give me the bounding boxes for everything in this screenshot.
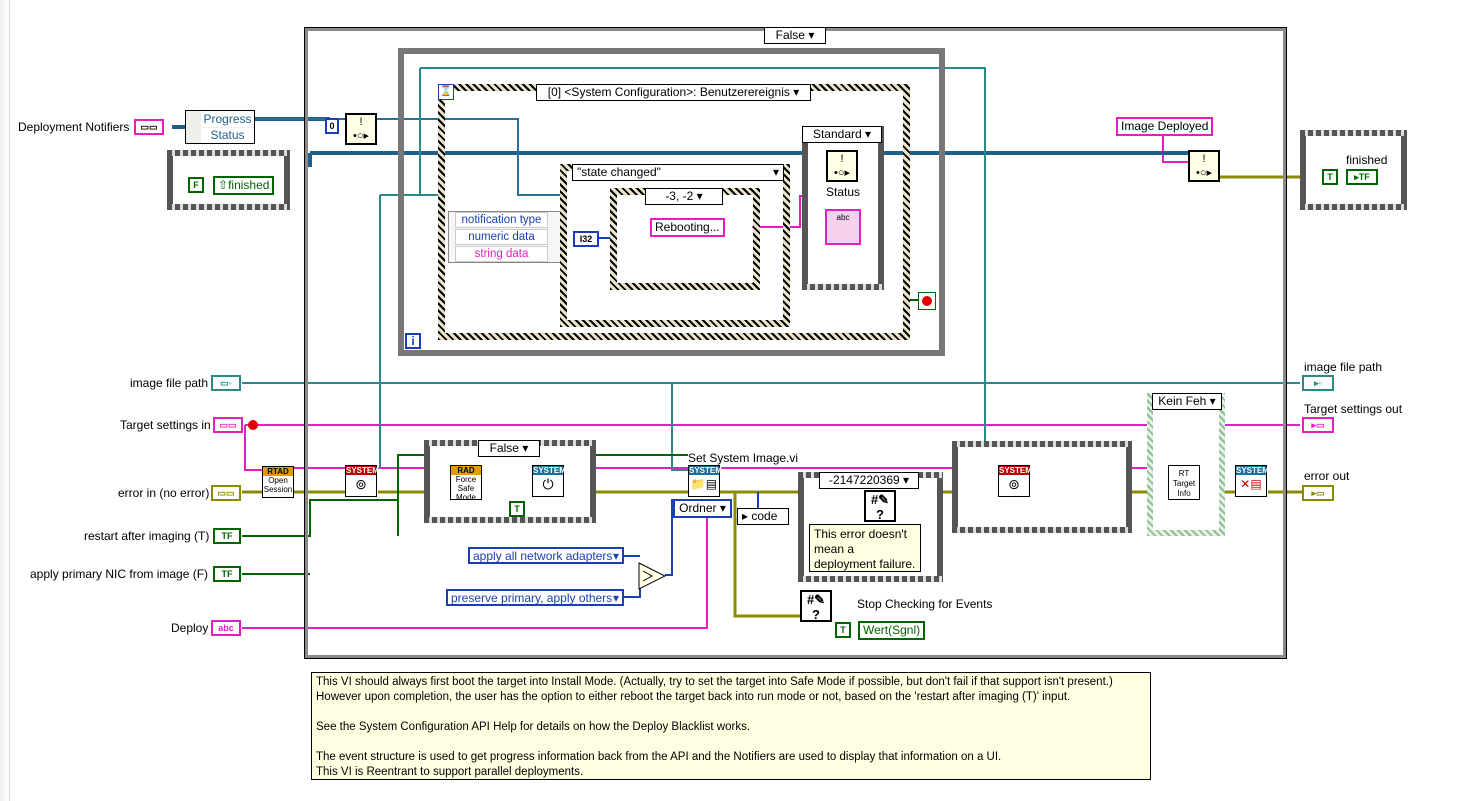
standard-case-selector[interactable]: Standard ▾: [802, 126, 882, 143]
system-reboot-subvi[interactable]: SYSTEM ⊚: [345, 465, 379, 497]
event-data-item-numeric-data: numeric data: [455, 229, 548, 245]
comment-line-1: This VI should always first boot the tar…: [316, 676, 1113, 688]
rtad-open-session-subvi[interactable]: RTAD Open Session: [262, 466, 294, 498]
target-settings-out-terminal[interactable]: ▸▭: [1302, 417, 1334, 433]
label-deployment-notifiers: Deployment Notifiers: [18, 120, 130, 134]
system-reboot-subvi-2[interactable]: SYSTEM ⊚: [998, 465, 1032, 497]
comment-line-2: However upon completion, the user has th…: [316, 691, 1071, 703]
rebooting-string-constant[interactable]: Rebooting...: [650, 218, 725, 237]
event-case-selector[interactable]: [0] <System Configuration>: Benutzererei…: [536, 84, 811, 101]
code-case-structure[interactable]: [610, 188, 760, 290]
loop-iteration-terminal: i: [405, 333, 421, 349]
clear-errors-node: #✎?: [864, 490, 896, 522]
status-string-node: abc: [825, 209, 861, 245]
vi-description-comment: This VI should always first boot the tar…: [311, 672, 1151, 780]
select-function-node: [638, 562, 666, 590]
comment-line-3: [316, 705, 1146, 720]
code-case-selector[interactable]: -3, -2 ▾: [645, 188, 723, 205]
label-finished-out: finished: [1346, 153, 1388, 167]
unbundle-progress: Progress: [201, 111, 254, 127]
label-target-settings-in: Target settings in: [120, 418, 211, 432]
unbundle-status: Status: [201, 128, 254, 143]
unbundle-code: ▸ code: [737, 508, 789, 525]
label-target-settings-out: Target settings out: [1304, 402, 1403, 416]
rad-force-safe-mode-subvi[interactable]: RAD Force Safe Mode: [450, 465, 482, 502]
enum-preserve-primary[interactable]: preserve primary, apply others▾: [446, 589, 624, 606]
notifier-constant-zero[interactable]: 0: [325, 118, 339, 134]
finished-true-constant[interactable]: T: [1322, 169, 1338, 185]
coercion-dot: [248, 420, 258, 430]
system-power-subvi[interactable]: SYSTEM ⏻: [532, 465, 566, 497]
restart-after-imaging-terminal[interactable]: TF: [213, 528, 241, 544]
state-changed-case-selector[interactable]: "state changed"▾: [572, 164, 784, 181]
send-notification-node-status: !•○▸: [826, 150, 858, 182]
wert-sgnl-property[interactable]: Wert(Sgnl): [858, 621, 926, 640]
error-in-terminal[interactable]: ▭▭: [211, 485, 241, 501]
label-apply-primary-nic: apply primary NIC from image (F): [30, 567, 209, 581]
no-error-case-structure[interactable]: [1147, 393, 1225, 536]
label-stop-checking: Stop Checking for Events: [857, 597, 993, 611]
comment-line-4: See the System Configuration API Help fo…: [316, 721, 751, 733]
status-label: Status: [826, 185, 861, 199]
event-timeout-terminal: ⌛: [438, 84, 454, 100]
comment-line-5: [316, 735, 1146, 750]
label-image-file-path-out: image file path: [1304, 360, 1383, 374]
image-deployed-string-constant[interactable]: Image Deployed: [1116, 117, 1214, 136]
window-left-edge: [0, 0, 10, 801]
true-constant-safe-mode[interactable]: T: [509, 501, 525, 517]
label-error-out: error out: [1304, 469, 1350, 483]
ordner-enum-constant[interactable]: Ordner ▾: [673, 499, 732, 518]
comment-line-7: This VI is Reentrant to support parallel…: [316, 766, 584, 778]
safe-mode-case-selector[interactable]: False ▾: [478, 440, 540, 457]
error-out-terminal[interactable]: ▸▭: [1302, 485, 1334, 501]
label-error-in: error in (no error): [118, 486, 210, 500]
error-note: This error doesn't mean a deployment fai…: [809, 524, 921, 572]
system-close-subvi[interactable]: SYSTEM ✕▤: [1235, 465, 1269, 497]
deployment-notifiers-terminal[interactable]: ▭▭: [134, 119, 164, 135]
label-restart-after-imaging: restart after imaging (T): [84, 529, 210, 543]
comment-line-6: The event structure is used to get progr…: [316, 751, 1002, 763]
while-loop[interactable]: [398, 48, 945, 356]
apply-primary-nic-terminal[interactable]: TF: [213, 566, 241, 582]
finished-false-constant[interactable]: F: [188, 177, 204, 193]
outer-case-selector[interactable]: False ▾: [764, 27, 826, 44]
image-file-path-terminal[interactable]: ▭◦: [211, 375, 241, 391]
target-settings-in-terminal[interactable]: ▭▭: [213, 417, 243, 433]
send-notification-node-progress: !•○▸: [345, 113, 377, 145]
stop-terminal: [918, 292, 936, 310]
label-set-system-image: Set System Image.vi: [688, 451, 799, 465]
no-error-case-selector[interactable]: Kein Feh ▾: [1152, 393, 1222, 410]
event-data-item-notification-type: notification type: [455, 212, 548, 228]
send-notification-node-deployed: !•○▸: [1188, 150, 1220, 182]
finished-indicator[interactable]: ▸TF: [1346, 169, 1378, 185]
label-deploy: Deploy: [171, 621, 209, 635]
rt-target-info-subvi[interactable]: RT Target Info: [1168, 465, 1200, 500]
enum-network-adapters[interactable]: apply all network adapters▾: [468, 547, 624, 564]
path-wire: [242, 67, 1300, 471]
outer-case-selector-label: False: [775, 28, 805, 42]
finished-local-variable[interactable]: ⇧finished: [213, 176, 275, 195]
deploy-terminal[interactable]: abc: [211, 620, 241, 636]
reboot-case-structure[interactable]: [952, 441, 1132, 533]
image-file-path-out-terminal[interactable]: ▸◦: [1302, 375, 1334, 391]
error-code-case-selector[interactable]: -2147220369 ▾: [819, 472, 919, 489]
stop-checking-true-constant[interactable]: T: [835, 622, 851, 638]
clear-errors-node-2: #✎?: [800, 590, 832, 622]
set-system-image-subvi[interactable]: SYSTEM 📁▤: [688, 465, 722, 497]
label-image-file-path: image file path: [130, 376, 209, 390]
event-data-item-string-data: string data: [455, 246, 548, 262]
